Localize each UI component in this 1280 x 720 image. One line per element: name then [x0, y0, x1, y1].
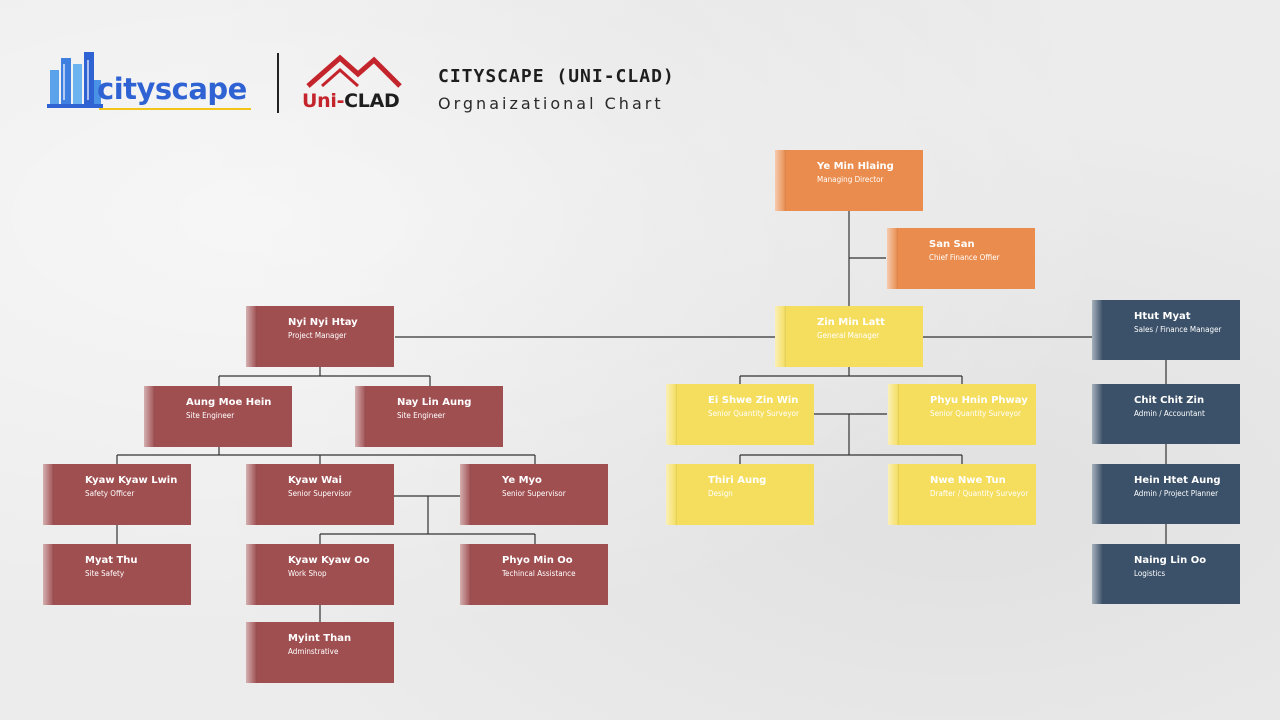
node-role: Admin / Accountant — [1134, 409, 1205, 418]
node-senior-qs-2[interactable]: Phyu Hnin Phway Senior Quantity Surveyor — [888, 384, 1036, 445]
cityscape-wordmark: cityscape — [97, 72, 247, 106]
node-name: Nay Lin Aung — [397, 397, 472, 408]
node-work-shop[interactable]: Kyaw Kyaw Oo Work Shop — [246, 544, 394, 605]
cityscape-underline — [99, 108, 251, 110]
node-role: Site Safety — [85, 569, 125, 578]
node-role: Senior Quantity Surveyor — [708, 409, 799, 418]
uniclad-logo: Uni-CLAD — [302, 52, 412, 118]
node-name: Phyo Min Oo — [502, 555, 573, 566]
node-name: Thiri Aung — [708, 475, 767, 486]
node-name: Naing Lin Oo — [1134, 555, 1207, 566]
node-role: Work Shop — [288, 569, 327, 578]
node-role: Site Engineer — [397, 411, 446, 420]
city-skyline-icon — [47, 52, 103, 108]
node-senior-supervisor-2[interactable]: Ye Myo Senior Supervisor — [460, 464, 608, 525]
node-admin-accountant[interactable]: Chit Chit Zin Admin / Accountant — [1092, 384, 1240, 444]
node-role: Adminstrative — [288, 647, 339, 656]
node-design[interactable]: Thiri Aung Design — [666, 464, 814, 525]
node-name: Myint Than — [288, 633, 352, 644]
node-drafter-qs[interactable]: Nwe Nwe Tun Drafter / Quantity Surveyor — [888, 464, 1036, 525]
node-site-safety[interactable]: Myat Thu Site Safety — [43, 544, 191, 605]
node-name: Kyaw Kyaw Lwin — [85, 475, 178, 486]
node-name: Ye Myo — [502, 475, 542, 486]
node-role: Techincal Assistance — [502, 569, 576, 578]
page-title: CITYSCAPE (UNI-CLAD) — [438, 66, 675, 87]
node-name: Kyaw Kyaw Oo — [288, 555, 370, 566]
node-role: Sales / Finance Manager — [1134, 325, 1222, 334]
node-role: Senior Supervisor — [288, 489, 352, 498]
uniclad-wordmark-part2: CLAD — [344, 90, 400, 112]
node-name: Ei Shwe Zin Win — [708, 395, 799, 406]
node-role: Chief Finance Offier — [929, 253, 1000, 262]
node-role: Design — [708, 489, 733, 498]
uniclad-wordmark: Uni-CLAD — [302, 90, 400, 112]
node-role: Safety Officer — [85, 489, 135, 498]
header: cityscape Uni-CLAD CITYSCAPE (UNI-CLAD) … — [0, 0, 1280, 140]
node-sales-finance-manager[interactable]: Htut Myat Sales / Finance Manager — [1092, 300, 1240, 360]
node-role: Senior Quantity Surveyor — [930, 409, 1021, 418]
node-name: Nwe Nwe Tun — [930, 475, 1006, 486]
node-general-manager[interactable]: Zin Min Latt General Manager — [775, 306, 923, 367]
node-role: Project Manager — [288, 331, 347, 340]
page-subtitle: Orgnaizational Chart — [438, 94, 664, 113]
node-name: Kyaw Wai — [288, 475, 342, 486]
node-logistics[interactable]: Naing Lin Oo Logistics — [1092, 544, 1240, 604]
node-name: Zin Min Latt — [817, 317, 885, 328]
uniclad-wordmark-part1: Uni- — [302, 90, 345, 112]
node-role: Logistics — [1134, 569, 1166, 578]
node-name: Phyu Hnin Phway — [930, 395, 1028, 406]
node-name: Chit Chit Zin — [1134, 395, 1205, 406]
node-role: Senior Supervisor — [502, 489, 566, 498]
node-name: Htut Myat — [1134, 311, 1191, 322]
node-safety-officer[interactable]: Kyaw Kyaw Lwin Safety Officer — [43, 464, 191, 525]
node-name: Hein Htet Aung — [1134, 475, 1221, 486]
cityscape-logo: cityscape — [47, 50, 257, 116]
node-role: Admin / Project Planner — [1134, 489, 1219, 498]
roof-icon — [306, 54, 402, 88]
node-name: San San — [929, 239, 975, 250]
node-role: Managing Director — [817, 175, 884, 184]
node-managing-director[interactable]: Ye Min Hlaing Managing Director — [775, 150, 923, 211]
line-se-l3 — [116, 446, 536, 464]
node-role: Drafter / Quantity Surveyor — [930, 489, 1029, 498]
node-role: Site Engineer — [186, 411, 235, 420]
node-name: Ye Min Hlaing — [817, 161, 894, 172]
node-name: Aung Moe Hein — [186, 397, 272, 408]
node-technical-assistance[interactable]: Phyo Min Oo Techincal Assistance — [460, 544, 608, 605]
node-project-manager[interactable]: Nyi Nyi Htay Project Manager — [246, 306, 394, 367]
node-admin-project-planner[interactable]: Hein Htet Aung Admin / Project Planner — [1092, 464, 1240, 524]
line-pm-se — [218, 367, 431, 386]
node-senior-supervisor-1[interactable]: Kyaw Wai Senior Supervisor — [246, 464, 394, 525]
node-senior-qs-1[interactable]: Ei Shwe Zin Win Senior Quantity Surveyor — [666, 384, 814, 445]
node-administrative[interactable]: Myint Than Adminstrative — [246, 622, 394, 683]
node-name: Myat Thu — [85, 555, 138, 566]
logo-divider — [277, 53, 279, 113]
node-chief-finance-officer[interactable]: San San Chief Finance Offier — [887, 228, 1035, 289]
node-role: General Manager — [817, 331, 880, 340]
node-site-engineer-1[interactable]: Aung Moe Hein Site Engineer — [144, 386, 292, 447]
node-site-engineer-2[interactable]: Nay Lin Aung Site Engineer — [355, 386, 503, 447]
node-name: Nyi Nyi Htay — [288, 317, 358, 328]
